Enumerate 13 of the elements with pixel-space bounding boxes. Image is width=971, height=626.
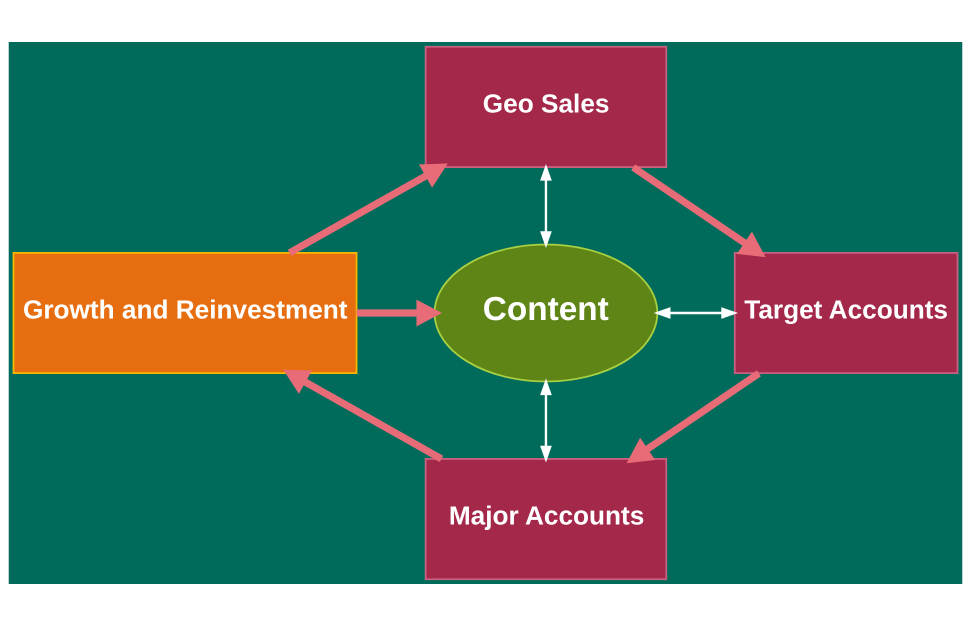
node-box: Target Accounts xyxy=(734,252,958,374)
node-box: Geo Sales xyxy=(424,46,668,168)
arrow xyxy=(288,164,448,256)
arrow xyxy=(654,307,738,319)
arrow xyxy=(540,164,552,248)
arrow xyxy=(626,370,761,464)
arrow xyxy=(540,378,552,462)
node-box: Major Accounts xyxy=(424,458,668,580)
node-ellipse: Content xyxy=(434,244,658,382)
node-box: Growth and Reinvestment xyxy=(12,252,358,374)
arrow xyxy=(283,370,444,462)
arrow xyxy=(631,164,766,258)
arrow xyxy=(356,300,442,326)
